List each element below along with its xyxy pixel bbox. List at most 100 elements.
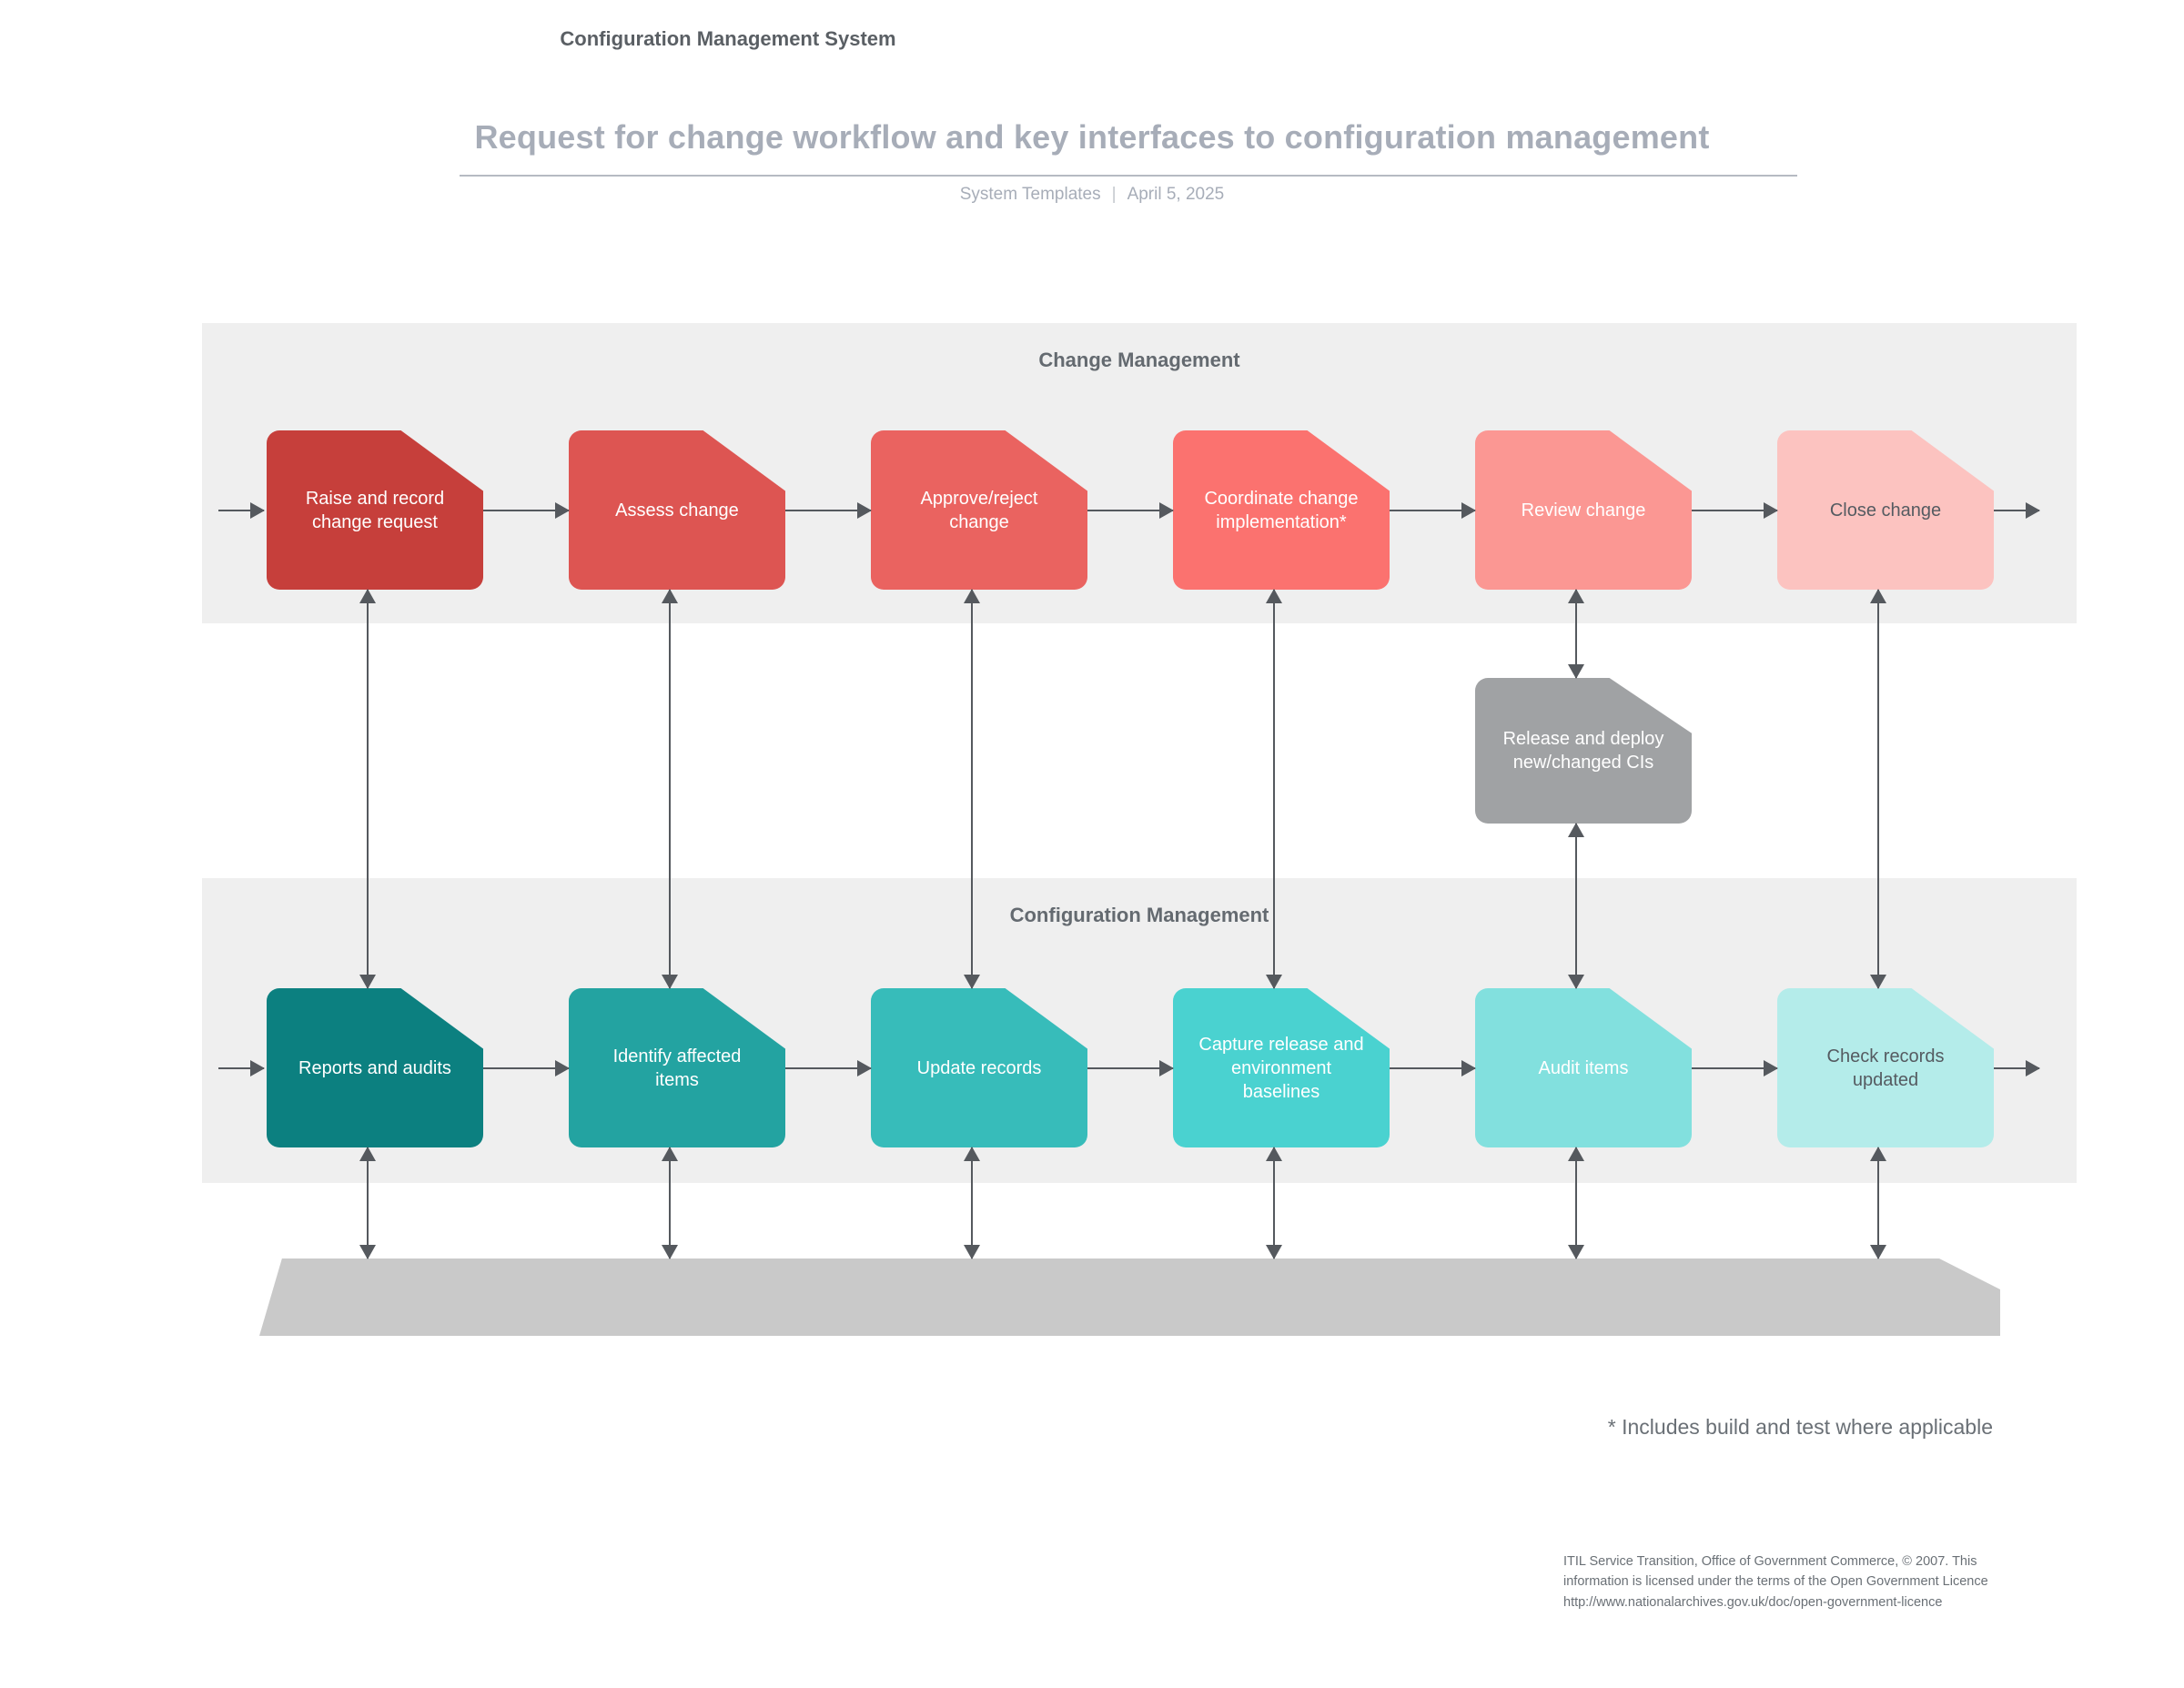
flow-arrow-change-2-3-line (1087, 509, 1173, 511)
process-node-change-management-5-label: Close change (1829, 500, 1942, 521)
process-node-configuration-management-4-label: Audit items (1538, 1057, 1629, 1078)
flow-arrow-config-exit-line (1994, 1066, 2039, 1069)
swimlane-configuration-management: Configuration Management (202, 878, 2077, 1183)
cms-arrow-4-line (1575, 1147, 1577, 1258)
flow-arrow-change-1-2 (785, 501, 872, 520)
flow-arrow-change-4-5-line (1692, 509, 1777, 511)
cms-arrow-0-head-down (359, 1245, 376, 1259)
interface-arrow-release-to-capture-line (1575, 824, 1577, 988)
interface-arrow-release-to-capture-head-down (1568, 975, 1584, 989)
process-node-release-and-deploy[interactable]: Release and deploy new/changed CIs (1475, 678, 1692, 824)
flow-arrow-change-2-3-head (1159, 501, 1174, 519)
flow-arrow-config-entry-line (218, 1066, 264, 1069)
subtitle-separator: | (1111, 185, 1117, 204)
cms-arrow-1-head-down (662, 1245, 678, 1259)
cms-arrow-0 (357, 1147, 379, 1259)
cms-arrow-5-line (1877, 1147, 1879, 1258)
cms-arrow-4 (1565, 1147, 1587, 1259)
cms-arrow-1 (659, 1147, 681, 1259)
cms-arrow-0-head-up (359, 1147, 376, 1161)
flow-arrow-change-exit-head (2026, 501, 2040, 519)
cms-arrow-3-line (1273, 1147, 1275, 1258)
flow-arrow-change-2-3 (1087, 501, 1174, 520)
interface-arrow-review-to-release (1565, 589, 1587, 679)
cms-arrow-0-line (367, 1147, 369, 1258)
flow-arrow-change-4-5-head (1764, 501, 1778, 519)
flow-arrow-change-1-2-head (857, 501, 872, 519)
flow-arrow-change-entry-head (250, 501, 265, 519)
process-node-release-and-deploy-label: Release and deploy new/changed CIs (1502, 729, 1664, 773)
flow-arrow-change-4-5 (1692, 501, 1778, 520)
flow-arrow-config-0-1 (483, 1059, 570, 1077)
attribution-line-3: http://www.nationalarchives.gov.uk/doc/o… (1563, 1594, 1943, 1610)
interface-arrow-release-to-capture-head-up (1568, 823, 1584, 837)
interface-arrow-release-to-capture (1565, 823, 1587, 989)
flow-arrow-config-2-3 (1087, 1059, 1174, 1077)
subtitle-source: System Templates (959, 185, 1101, 204)
process-node-configuration-management-1-label: Identify affected items (612, 1046, 742, 1090)
cms-arrow-3-head-down (1266, 1245, 1282, 1259)
flow-arrow-change-exit-line (1994, 509, 2039, 511)
cms-arrow-1-line (669, 1147, 671, 1258)
configuration-management-system-label: Configuration Management System (560, 27, 896, 50)
flow-arrow-config-3-4 (1390, 1059, 1476, 1077)
interface-arrow-review-to-release-line (1575, 590, 1577, 678)
interface-arrow-lane-1 (659, 589, 681, 989)
interface-arrow-lane-5 (1867, 589, 1889, 989)
cms-arrow-5-head-up (1870, 1147, 1886, 1161)
process-node-configuration-management-0[interactable]: Reports and audits (267, 988, 483, 1147)
document-subtitle: System Templates|April 5, 2025 (364, 185, 1820, 205)
interface-arrow-lane-1-line (669, 590, 671, 988)
flow-arrow-change-3-4-head (1461, 501, 1476, 519)
flow-arrow-change-3-4-line (1390, 509, 1475, 511)
flow-arrow-config-0-1-head (555, 1059, 570, 1076)
interface-arrow-review-to-release-head-down (1568, 664, 1584, 679)
cms-arrow-5 (1867, 1147, 1889, 1259)
flow-arrow-change-3-4 (1390, 501, 1476, 520)
attribution-block: ITIL Service Transition, Office of Gover… (1563, 1552, 2109, 1612)
cms-arrow-2-head-down (964, 1245, 980, 1259)
interface-arrow-lane-2-head-down (964, 975, 980, 989)
attribution-line-2: information is licensed under the terms … (1563, 1574, 1988, 1590)
interface-arrow-lane-1-head-up (662, 589, 678, 603)
flow-arrow-config-4-5 (1692, 1059, 1778, 1077)
process-node-configuration-management-3-label: Capture release and environment baseline… (1198, 1034, 1364, 1102)
process-node-change-management-4-label: Review change (1521, 500, 1646, 521)
process-node-configuration-management-0-label: Reports and audits (298, 1057, 451, 1078)
interface-arrow-lane-5-head-down (1870, 975, 1886, 989)
flow-arrow-config-0-1-line (483, 1066, 569, 1069)
interface-arrow-lane-0-line (367, 590, 369, 988)
cms-arrow-1-head-up (662, 1147, 678, 1161)
cms-arrow-5-head-down (1870, 1245, 1886, 1259)
cms-arrow-3 (1263, 1147, 1285, 1259)
interface-arrow-lane-2-line (971, 590, 973, 988)
flow-arrow-config-3-4-line (1390, 1066, 1475, 1069)
interface-arrow-review-to-release-head-up (1568, 589, 1584, 603)
cms-arrow-2-line (971, 1147, 973, 1258)
swimlane-title-change-management: Change Management (1038, 349, 1240, 371)
interface-arrow-lane-2-head-up (964, 589, 980, 603)
attribution-line-1: ITIL Service Transition, Office of Gover… (1563, 1554, 1977, 1569)
interface-arrow-lane-3-head-up (1266, 589, 1282, 603)
process-node-configuration-management-2-label: Update records (916, 1057, 1042, 1078)
interface-arrow-lane-0-head-up (359, 589, 376, 603)
title-divider (460, 175, 1797, 177)
interface-arrow-lane-0-head-down (359, 975, 376, 989)
flow-arrow-config-exit (1994, 1059, 2040, 1077)
interface-arrow-lane-5-line (1877, 590, 1879, 988)
flow-arrow-config-4-5-line (1692, 1066, 1777, 1069)
document-header: Request for change workflow and key inte… (0, 0, 2184, 227)
flow-arrow-config-2-3-line (1087, 1066, 1173, 1069)
flow-arrow-config-3-4-head (1461, 1059, 1476, 1076)
flow-arrow-change-entry (218, 501, 265, 520)
interface-arrow-lane-2 (961, 589, 983, 989)
cms-arrow-2 (961, 1147, 983, 1259)
interface-arrow-lane-3-line (1273, 590, 1275, 988)
cms-arrow-2-head-up (964, 1147, 980, 1161)
flow-arrow-config-entry (218, 1059, 265, 1077)
flow-arrow-config-2-3-head (1159, 1059, 1174, 1076)
flow-arrow-change-0-1-line (483, 509, 569, 511)
swimlane-title-configuration-management: Configuration Management (1009, 904, 1269, 926)
cms-arrow-4-head-down (1568, 1245, 1584, 1259)
interface-arrow-lane-3 (1263, 589, 1285, 989)
